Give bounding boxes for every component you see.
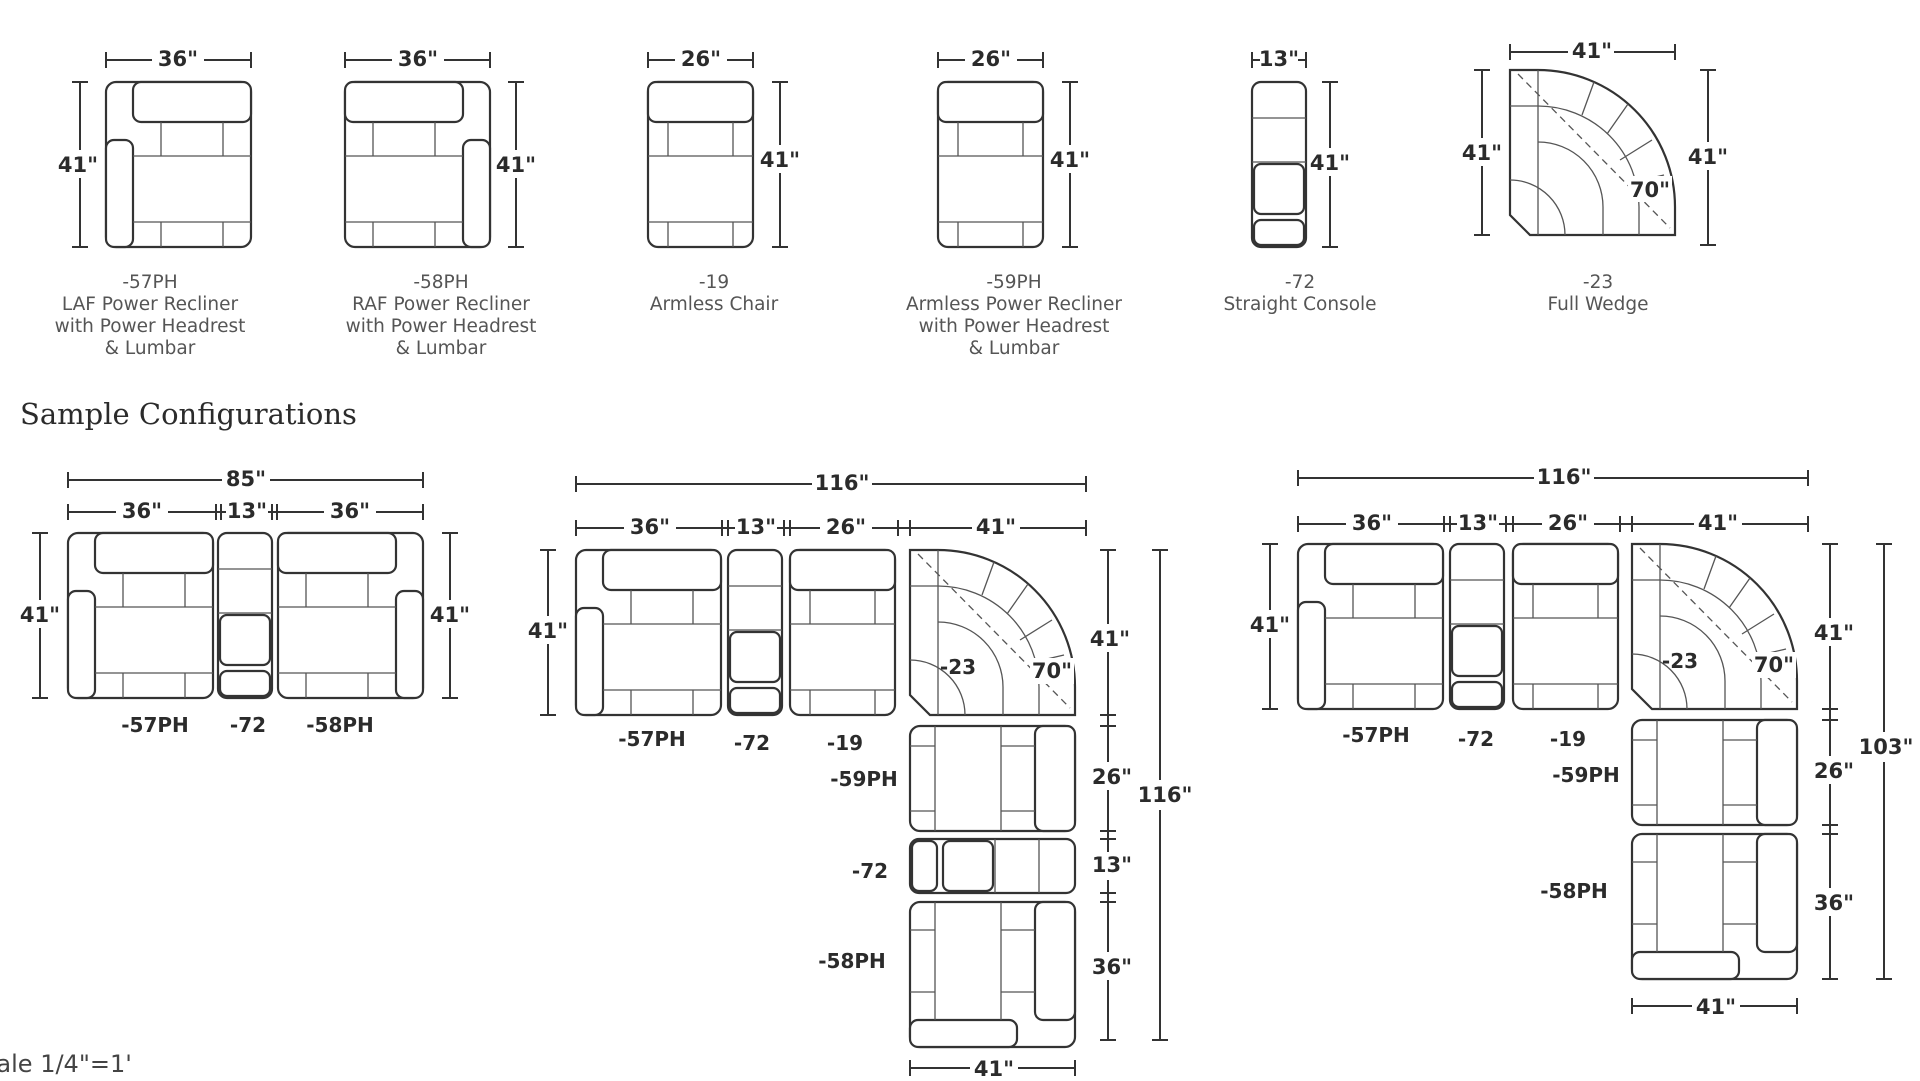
piece-57ph-code: -57PH: [122, 272, 177, 293]
piece-23: 41" 41" 41" 70" -23 Full Wedge: [1460, 38, 1732, 315]
piece-23-desc-1: Full Wedge: [1548, 294, 1649, 315]
piece-72-width: 13": [1259, 47, 1299, 71]
piece-58ph-width: 36": [398, 47, 438, 71]
piece-72-desc-1: Straight Console: [1223, 294, 1376, 315]
config-3-code-2: -72: [1458, 727, 1494, 751]
config-2-code-7: -58PH: [818, 949, 886, 973]
config-3-seg-3: 26": [1548, 511, 1588, 535]
piece-59ph-desc-2: with Power Headrest: [919, 316, 1110, 337]
config-2-overall: 116": [815, 471, 870, 495]
config-2-code-5: -59PH: [830, 767, 898, 791]
config-3-seg-2: 13": [1458, 511, 1498, 535]
config-2-right-seg-3: 13": [1092, 853, 1132, 877]
config-1-code-3: -58PH: [306, 713, 374, 737]
config-1: 85" 36" 13" 36" 41" 41" -57PH -72 -58PH: [16, 464, 472, 737]
piece-23-width: 41": [1572, 39, 1612, 63]
config-2-code-3: -19: [827, 731, 863, 755]
config-2-right-overall: 116": [1138, 783, 1193, 807]
config-3-seg-4: 41": [1698, 511, 1738, 535]
config-1-depth-right: 41": [430, 603, 470, 627]
piece-23-depth-right: 41": [1688, 145, 1728, 169]
piece-19-width: 26": [681, 47, 721, 71]
piece-19-code: -19: [699, 272, 729, 293]
config-2-seg-2: 13": [736, 515, 776, 539]
config-3-right-seg-2: 26": [1814, 759, 1854, 783]
config-2-diagonal: 70": [1032, 659, 1072, 683]
config-3: 116" 36" 13" 26" 41" 41" 41" 26" 36" 103…: [1246, 462, 1916, 1020]
piece-57ph-desc-3: & Lumbar: [105, 338, 196, 359]
config-3-right-seg-1: 41": [1814, 621, 1854, 645]
config-1-code-1: -57PH: [121, 713, 189, 737]
piece-58ph-desc-1: RAF Power Recliner: [352, 294, 530, 315]
config-3-code-6: -58PH: [1540, 879, 1608, 903]
config-2-seg-1: 36": [630, 515, 670, 539]
section-title: Sample Configurations: [20, 397, 357, 431]
piece-59ph-desc-1: Armless Power Recliner: [906, 294, 1122, 315]
piece-72-depth: 41": [1310, 151, 1350, 175]
config-3-depth-left: 41": [1250, 613, 1290, 637]
piece-58ph: 36" 41" -58PH RAF Power Recliner with Po…: [343, 44, 540, 359]
config-3-seg-1: 36": [1352, 511, 1392, 535]
piece-59ph-code: -59PH: [986, 272, 1041, 293]
piece-58ph-depth: 41": [496, 153, 536, 177]
config-2-seg-3: 26": [826, 515, 866, 539]
config-3-code-5: -59PH: [1552, 763, 1620, 787]
piece-58ph-desc-2: with Power Headrest: [346, 316, 537, 337]
piece-23-depth: 41": [1462, 141, 1502, 165]
config-3-overall: 116": [1537, 465, 1592, 489]
config-1-depth-left: 41": [20, 603, 60, 627]
config-1-overall: 85": [226, 467, 266, 491]
piece-57ph: 36" 41" -57PH LAF Power Recliner with Po…: [55, 44, 253, 359]
piece-19: 26" 41" -19 Armless Chair: [646, 44, 804, 315]
config-2-bottom: 41": [974, 1057, 1014, 1081]
piece-58ph-code: -58PH: [413, 272, 468, 293]
config-2-right-seg-1: 41": [1090, 627, 1130, 651]
piece-57ph-depth: 41": [58, 153, 98, 177]
piece-72: 13" 41" -72 Straight Console: [1223, 46, 1377, 315]
config-1-code-2: -72: [230, 713, 266, 737]
config-1-seg-3: 36": [330, 499, 370, 523]
config-2-code-6: -72: [852, 859, 888, 883]
piece-57ph-width: 36": [158, 47, 198, 71]
config-2-depth-left: 41": [528, 619, 568, 643]
piece-59ph: 26" 41" -59PH Armless Power Recliner wit…: [906, 44, 1122, 359]
config-2-right-seg-2: 26": [1092, 765, 1132, 789]
config-2-code-2: -72: [734, 731, 770, 755]
piece-23-code: -23: [1583, 272, 1613, 293]
config-2-code-4: -23: [940, 655, 976, 679]
config-3-code-4: -23: [1662, 649, 1698, 673]
config-3-diagonal: 70": [1754, 653, 1794, 677]
piece-59ph-desc-3: & Lumbar: [969, 338, 1060, 359]
piece-57ph-desc-2: with Power Headrest: [55, 316, 246, 337]
piece-19-depth: 41": [760, 148, 800, 172]
piece-59ph-width: 26": [971, 47, 1011, 71]
config-3-code-3: -19: [1550, 727, 1586, 751]
config-3-right-seg-3: 36": [1814, 891, 1854, 915]
piece-19-desc-1: Armless Chair: [650, 294, 779, 315]
config-2-seg-4: 41": [976, 515, 1016, 539]
piece-59ph-depth: 41": [1050, 148, 1090, 172]
config-2-code-1: -57PH: [618, 727, 686, 751]
config-2: 116" 36" 13" 26" 41" 41" 41" 26" 13" 36"…: [524, 468, 1194, 1081]
config-2-right-seg-4: 36": [1092, 955, 1132, 979]
piece-58ph-desc-3: & Lumbar: [396, 338, 487, 359]
piece-23-diagonal: 70": [1630, 178, 1670, 202]
piece-57ph-desc-1: LAF Power Recliner: [62, 294, 239, 315]
config-3-bottom: 41": [1696, 995, 1736, 1019]
config-3-code-1: -57PH: [1342, 723, 1410, 747]
config-3-right-overall: 103": [1859, 735, 1914, 759]
scale-note: Scale 1/4"=1': [0, 1050, 132, 1078]
config-1-seg-1: 36": [122, 499, 162, 523]
piece-72-code: -72: [1285, 272, 1315, 293]
config-1-seg-2: 13": [227, 499, 267, 523]
